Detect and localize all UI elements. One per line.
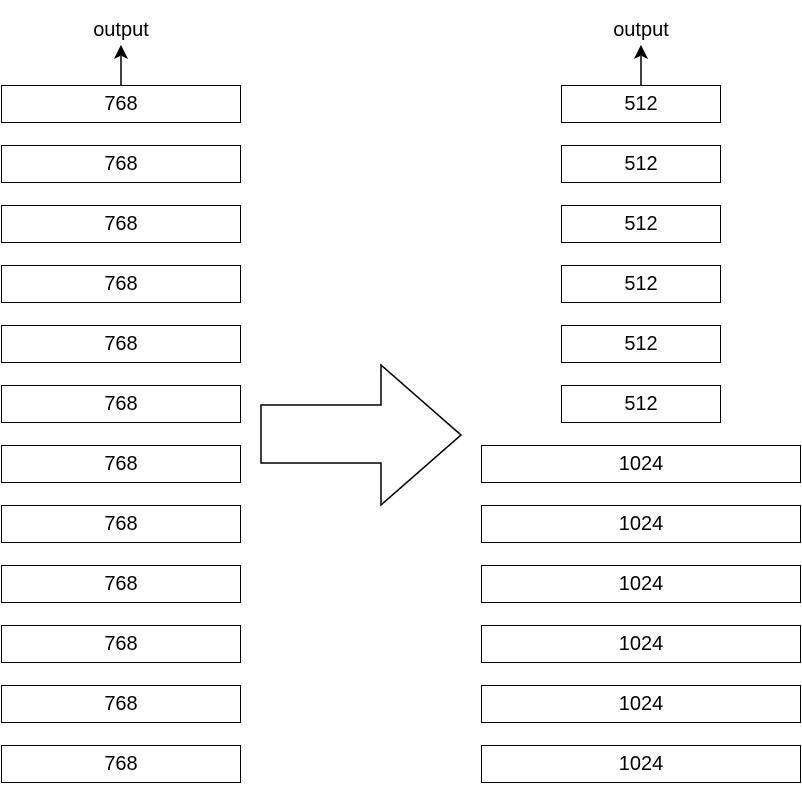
right-output-label: output xyxy=(613,19,669,41)
left-layer-2: 768 xyxy=(1,145,241,183)
left-layer-11: 768 xyxy=(1,685,241,723)
right-large-layer-5: 1024 xyxy=(481,685,801,723)
right-large-layer-6: 1024 xyxy=(481,745,801,783)
right-large-layer-4: 1024 xyxy=(481,625,801,663)
right-large-layer-2: 1024 xyxy=(481,505,801,543)
left-layer-3: 768 xyxy=(1,205,241,243)
left-output-arrow-icon xyxy=(113,44,129,85)
right-small-layer-4: 512 xyxy=(561,265,721,303)
right-small-layer-5: 512 xyxy=(561,325,721,363)
right-large-layer-3: 1024 xyxy=(481,565,801,603)
left-layer-4: 768 xyxy=(1,265,241,303)
right-small-layer-2: 512 xyxy=(561,145,721,183)
right-small-layer-1: 512 xyxy=(561,85,721,123)
left-layer-10: 768 xyxy=(1,625,241,663)
transform-arrow-icon xyxy=(260,363,463,507)
right-output-arrow-icon xyxy=(633,44,649,85)
right-small-layer-6: 512 xyxy=(561,385,721,423)
left-layer-12: 768 xyxy=(1,745,241,783)
left-layer-6: 768 xyxy=(1,385,241,423)
right-large-layer-1: 1024 xyxy=(481,445,801,483)
left-output-label: output xyxy=(93,19,149,41)
left-layer-8: 768 xyxy=(1,505,241,543)
left-layer-9: 768 xyxy=(1,565,241,603)
left-layer-5: 768 xyxy=(1,325,241,363)
right-small-layer-3: 512 xyxy=(561,205,721,243)
left-layer-7: 768 xyxy=(1,445,241,483)
left-layer-1: 768 xyxy=(1,85,241,123)
